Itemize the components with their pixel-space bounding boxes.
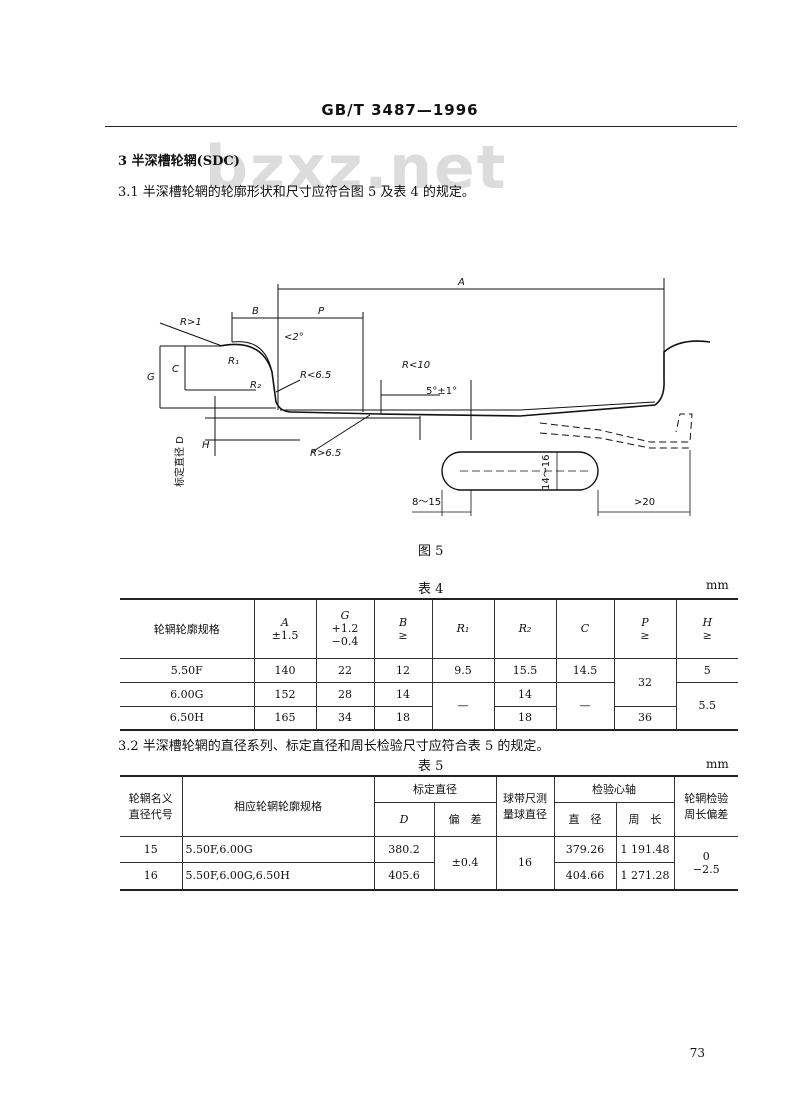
table-5: 轮辋名义直径代号 相应轮辋轮廓规格 标定直径 球带尺测量球直径 检验心轴 轮辋检… <box>120 775 738 891</box>
label-r2: R₂ <box>250 380 261 391</box>
table-row: 16 5.50F,6.00G,6.50H 405.6 404.66 1 271.… <box>120 861 738 891</box>
measuring-tape <box>412 450 691 516</box>
t4-h-A: A±1.5 <box>253 599 317 659</box>
page-number: 73 <box>689 1046 705 1060</box>
table5-subheader-row: D 偏 差 直 径 周 长 <box>120 801 738 837</box>
dimension-lines <box>159 278 665 456</box>
label-nominal-diameter: 标定直径 D <box>173 436 186 487</box>
t4-h-B: B≥ <box>373 599 433 659</box>
label-angle5: 5°±1° <box>426 386 457 397</box>
t5-ball-merged: 16 <box>495 835 555 891</box>
label-r-lt65: R<6.5 <box>300 370 331 381</box>
label-B: B <box>252 306 259 317</box>
t5-tol-merged: 0−2.5 <box>673 835 738 891</box>
table5-header-row: 轮辋名义直径代号 相应轮辋轮廓规格 标定直径 球带尺测量球直径 检验心轴 轮辋检… <box>120 776 738 837</box>
label-G: G <box>147 372 155 383</box>
t5-h-mandrel: 检验心轴 <box>553 776 675 803</box>
table-row: 15 5.50F,6.00G 380.2 ±0.4 16 379.26 1 19… <box>120 835 738 891</box>
t4-h-G: G+1.2−0.4 <box>315 599 375 659</box>
t5-h-circ: 周 长 <box>615 801 674 837</box>
t4-h-R2: R₂ <box>493 599 557 659</box>
label-r1: R₁ <box>228 356 239 367</box>
t5-h-nominal: 标定直径 <box>373 776 497 803</box>
figure-5-drawing: A B P G C H R>1 R₁ R₂ <2° R<6.5 R<10 5°±… <box>147 277 711 516</box>
clause-3-1: 3.1 半深槽轮辋的轮廓形状和尺寸应符合图 5 及表 4 的规定。 <box>118 185 475 200</box>
table-4: 轮辋轮廓规格 A±1.5 G+1.2−0.4 B≥ R₁ R₂ C P≥ H≥ … <box>120 598 738 731</box>
t4-h-spec: 轮辋轮廓规格 <box>120 599 255 659</box>
table4-unit: mm <box>706 578 729 592</box>
t4-h-H: H≥ <box>675 599 738 659</box>
table4-title: 表 4 <box>418 582 444 597</box>
section-heading: 3 半深槽轮辋(SDC) <box>118 154 240 169</box>
table-row: 5.50F 140 22 12 9.5 15.5 14.5 32 5 <box>120 657 738 707</box>
header-rule <box>105 126 737 127</box>
t5-dev-merged: ±0.4 <box>433 835 497 891</box>
t4-C-merged: — <box>555 681 615 731</box>
label-A: A <box>457 277 465 288</box>
t5-h-spec: 相应轮辋轮廓规格 <box>181 776 375 837</box>
standard-header: GB/T 3487—1996 <box>321 101 479 119</box>
label-r-lt10: R<10 <box>402 360 430 371</box>
figure-caption: 图 5 <box>418 544 444 559</box>
t4-h-P: P≥ <box>613 599 677 659</box>
t4-h-R1: R₁ <box>431 599 495 659</box>
table5-title: 表 5 <box>418 759 444 774</box>
label-gt20: >20 <box>634 497 655 508</box>
label-8-15: 8～15 <box>412 497 441 508</box>
table-row: 6.50H 165 34 18 18 36 <box>120 705 738 731</box>
t4-h-C: C <box>555 599 615 659</box>
label-r-gt1: R>1 <box>180 317 202 328</box>
watermark: bzxz.net <box>205 133 508 203</box>
t5-h-dev: 偏 差 <box>433 801 497 837</box>
clause-3-2: 3.2 半深槽轮辋的直径系列、标定直径和周长检验尺寸应符合表 5 的规定。 <box>118 739 550 754</box>
label-r-gt65: R>6.5 <box>310 448 341 459</box>
label-14-16: 14～16 <box>541 455 552 490</box>
label-P: P <box>318 306 325 317</box>
t5-h-D: D <box>374 801 435 837</box>
dashed-flange <box>539 413 693 449</box>
label-C: C <box>172 364 179 375</box>
t5-h-check: 轮辋检验周长偏差 <box>673 776 738 837</box>
label-H: H <box>202 440 210 451</box>
label-angle2: <2° <box>284 332 304 343</box>
table4-header-row: 轮辋轮廓规格 A±1.5 G+1.2−0.4 B≥ R₁ R₂ C P≥ H≥ <box>120 599 738 659</box>
rim-profile <box>219 340 711 417</box>
t4-R1-merged: — <box>431 681 495 731</box>
table-row: 6.00G 152 28 14 — 14 — 5.5 <box>120 681 738 731</box>
t5-h-ball: 球带尺测量球直径 <box>495 776 555 837</box>
t4-H-merged: 5.5 <box>675 681 738 731</box>
table5-unit: mm <box>706 757 729 771</box>
t5-h-code: 轮辋名义直径代号 <box>120 776 183 837</box>
t4-P-merged: 32 <box>613 657 677 707</box>
t5-h-dia: 直 径 <box>553 801 617 837</box>
